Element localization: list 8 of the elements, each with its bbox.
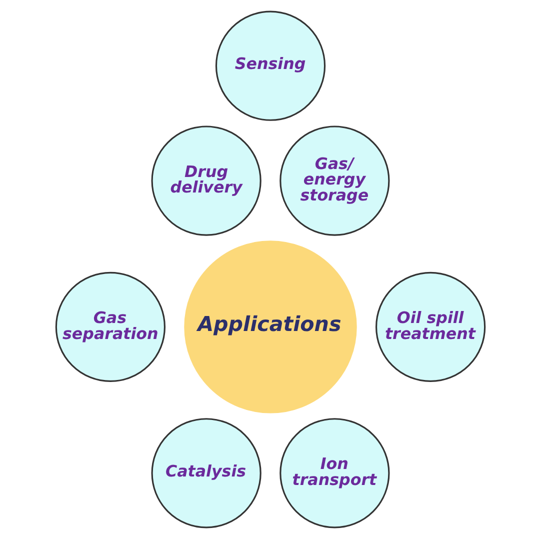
- node-circle: Sensing: [215, 10, 326, 121]
- node-circle: Oil spill treatment: [375, 272, 486, 382]
- node-circle: Ion transport: [280, 418, 390, 528]
- node-circle: Drug delivery: [151, 126, 262, 236]
- node-circle: Catalysis: [151, 418, 262, 528]
- node-circle: Gas/ energy storage: [280, 126, 390, 236]
- node-circle: Gas separation: [55, 272, 166, 382]
- node-circle: Applications: [184, 240, 357, 414]
